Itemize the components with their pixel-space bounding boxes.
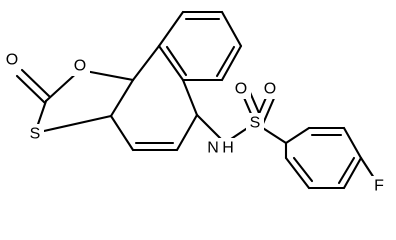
bond <box>33 114 113 135</box>
sulfonyl-oxygen-right-label: O <box>264 81 276 98</box>
carbonyl-oxygen-label: O <box>6 52 18 69</box>
ring-sulfur-label: S <box>30 126 41 143</box>
bond <box>175 113 199 152</box>
ring-oxygen-label: O <box>74 58 86 75</box>
bond <box>342 156 363 190</box>
bonds <box>15 10 378 190</box>
bond <box>284 126 311 145</box>
sulfonyl-oxygen-left-label: O <box>235 81 247 98</box>
amide-nitrogen-label: N <box>207 140 219 157</box>
bond <box>260 94 277 128</box>
sulfonyl-sulfur-label: S <box>250 115 261 132</box>
amide-hydrogen-label: H <box>222 140 234 157</box>
bond <box>220 44 243 82</box>
bond <box>131 44 161 82</box>
bond <box>165 45 188 77</box>
bond <box>215 45 236 78</box>
fluorine-label: F <box>374 178 384 195</box>
chemical-structure-diagram: O O S N H S O O F <box>3 10 387 196</box>
bond <box>220 10 243 48</box>
bond <box>109 78 135 118</box>
bond <box>15 74 47 105</box>
bond <box>20 68 52 99</box>
bond <box>181 78 199 117</box>
bond <box>109 114 135 152</box>
bond <box>342 126 363 160</box>
bond <box>157 10 185 48</box>
bond <box>292 156 314 183</box>
bond <box>157 44 185 82</box>
atom-labels: O O S N H S O O F <box>3 50 387 196</box>
bond <box>337 156 356 185</box>
bond <box>284 156 311 190</box>
